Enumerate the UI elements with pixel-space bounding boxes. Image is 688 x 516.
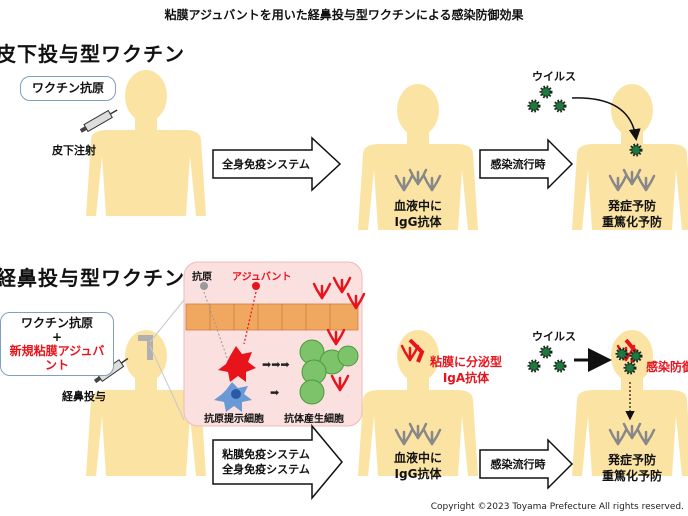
igg-label-2: 血液中に IgG抗体 bbox=[378, 450, 458, 482]
inset-plasma-cell-label: 抗体産生細胞 bbox=[284, 414, 344, 425]
svg-text:➡: ➡ bbox=[270, 386, 279, 399]
mucosal-systemic-label: 粘膜免疫システム 全身免疫システム bbox=[218, 447, 314, 477]
inset-antigen-label: 抗原 bbox=[192, 272, 212, 283]
infection-defense-label: 感染防御 bbox=[646, 360, 688, 374]
igg2-line1: 血液中に bbox=[393, 451, 442, 465]
bubble-plus: + bbox=[51, 330, 63, 344]
nasal-vaccine-bubble: ワクチン抗原 + 新規粘膜アジュバント bbox=[0, 312, 114, 376]
bubble-line2: 新規粘膜アジュバント bbox=[9, 344, 105, 372]
prevention2-line1: 発症予防 bbox=[607, 453, 656, 467]
igg-label-line2: IgG抗体 bbox=[394, 215, 442, 229]
prevention-label-2: 発症予防 重篤化予防 bbox=[592, 452, 672, 484]
iga-line2: IgA抗体 bbox=[442, 371, 490, 385]
virus-label: ウイルス bbox=[532, 70, 576, 83]
systemic-immunity-line: 全身免疫システム bbox=[222, 463, 310, 476]
iga-line1: 粘膜に分泌型 bbox=[429, 355, 502, 369]
section-heading-subcutaneous: 皮下投与型ワクチン bbox=[0, 42, 185, 66]
bubble-line1: ワクチン抗原 bbox=[20, 316, 93, 330]
igg-label-line1: 血液中に bbox=[393, 199, 442, 213]
prevention-label: 発症予防 重篤化予防 bbox=[592, 198, 672, 230]
prevention2-line2: 重篤化予防 bbox=[601, 469, 662, 483]
epidemic-label: 感染流行時 bbox=[490, 158, 546, 171]
igg2-line2: IgG抗体 bbox=[394, 467, 442, 481]
svg-text:➡➡➡: ➡➡➡ bbox=[262, 358, 290, 371]
iga-label: 粘膜に分泌型 IgA抗体 bbox=[418, 354, 514, 386]
prevention-line2: 重篤化予防 bbox=[601, 215, 662, 229]
inset-adjuvant-label: アジュバント bbox=[232, 272, 292, 283]
nasal-label: 経鼻投与 bbox=[62, 390, 106, 403]
systemic-immunity-label: 全身免疫システム bbox=[222, 158, 310, 171]
injection-label: 皮下注射 bbox=[52, 144, 96, 157]
prevention-line1: 発症予防 bbox=[607, 199, 656, 213]
mucosal-immunity-line: 粘膜免疫システム bbox=[222, 448, 310, 461]
epidemic-label-2: 感染流行時 bbox=[490, 458, 546, 471]
diagram-title: 粘膜アジュバントを用いた経鼻投与型ワクチンによる感染防御効果 bbox=[164, 8, 524, 22]
vaccine-antigen-bubble: ワクチン抗原 bbox=[20, 76, 116, 101]
inset-apc-label: 抗原提示細胞 bbox=[204, 414, 264, 425]
igg-label: 血液中に IgG抗体 bbox=[378, 198, 458, 230]
virus-label-2: ウイルス bbox=[532, 330, 576, 343]
section-heading-nasal: 経鼻投与型ワクチン bbox=[0, 266, 185, 290]
copyright-notice: Copyright ©2023 Toyama Prefecture All ri… bbox=[430, 502, 684, 512]
